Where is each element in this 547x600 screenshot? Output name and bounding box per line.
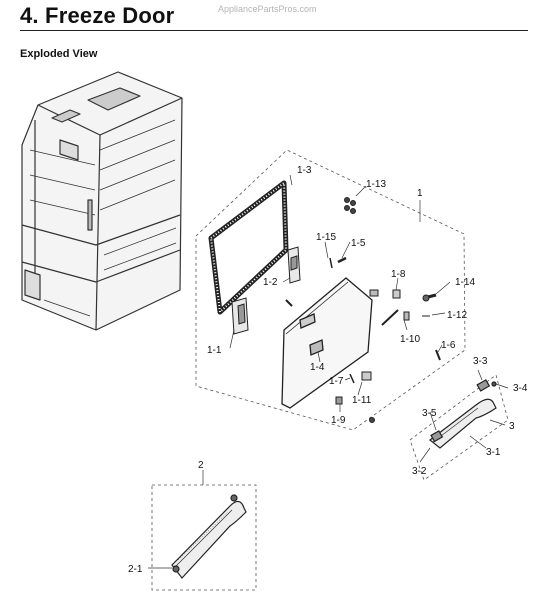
callout-3-1: 3-1 bbox=[486, 447, 501, 458]
freezer-door-panel bbox=[281, 277, 373, 409]
callout-labels: 1 1-1 1-2 1-3 1-4 1-5 1-6 1-7 1-8 1-9 1-… bbox=[128, 165, 528, 575]
callout-2: 2 bbox=[198, 460, 204, 471]
section-subtitle: Exploded View bbox=[20, 48, 98, 60]
door-handle-3 bbox=[429, 379, 497, 449]
door-gasket bbox=[208, 180, 289, 315]
callout-1-15: 1-15 bbox=[316, 232, 336, 243]
refrigerator-overview bbox=[21, 71, 183, 331]
callout-1-6: 1-6 bbox=[441, 340, 456, 351]
callout-1-13: 1-13 bbox=[366, 179, 386, 190]
leader-lines bbox=[148, 174, 509, 569]
callout-2-1: 2-1 bbox=[128, 564, 143, 575]
callout-1-9: 1-9 bbox=[331, 415, 346, 426]
callout-1-7: 1-7 bbox=[329, 376, 344, 387]
callout-1-11: 1-11 bbox=[352, 395, 372, 406]
callout-1: 1 bbox=[417, 188, 423, 199]
callout-1-5: 1-5 bbox=[351, 238, 366, 249]
callout-3-2: 3-2 bbox=[412, 466, 427, 477]
callout-1-1: 1-1 bbox=[207, 345, 222, 356]
hinge-part bbox=[285, 246, 301, 307]
callout-1-10: 1-10 bbox=[400, 334, 420, 345]
callout-3: 3 bbox=[509, 421, 515, 432]
small-parts bbox=[329, 197, 441, 423]
door-bracket bbox=[231, 297, 249, 335]
door-handle-2 bbox=[171, 494, 247, 579]
callout-1-4: 1-4 bbox=[310, 362, 325, 373]
callout-1-12: 1-12 bbox=[447, 310, 467, 321]
callout-3-4: 3-4 bbox=[513, 383, 528, 394]
group-1-boundary bbox=[195, 149, 466, 431]
group-3-boundary bbox=[409, 374, 509, 481]
callout-1-3: 1-3 bbox=[297, 165, 312, 176]
callout-3-5: 3-5 bbox=[422, 408, 437, 419]
callout-1-2: 1-2 bbox=[263, 277, 278, 288]
title-underline bbox=[20, 30, 528, 31]
page-title: 4. Freeze Door bbox=[20, 3, 175, 28]
group-2-boundary bbox=[151, 484, 257, 591]
callout-1-8: 1-8 bbox=[391, 269, 406, 280]
callout-3-3: 3-3 bbox=[473, 356, 488, 367]
watermark: AppliancePartsPros.com bbox=[218, 4, 317, 14]
callout-1-14: 1-14 bbox=[455, 277, 475, 288]
